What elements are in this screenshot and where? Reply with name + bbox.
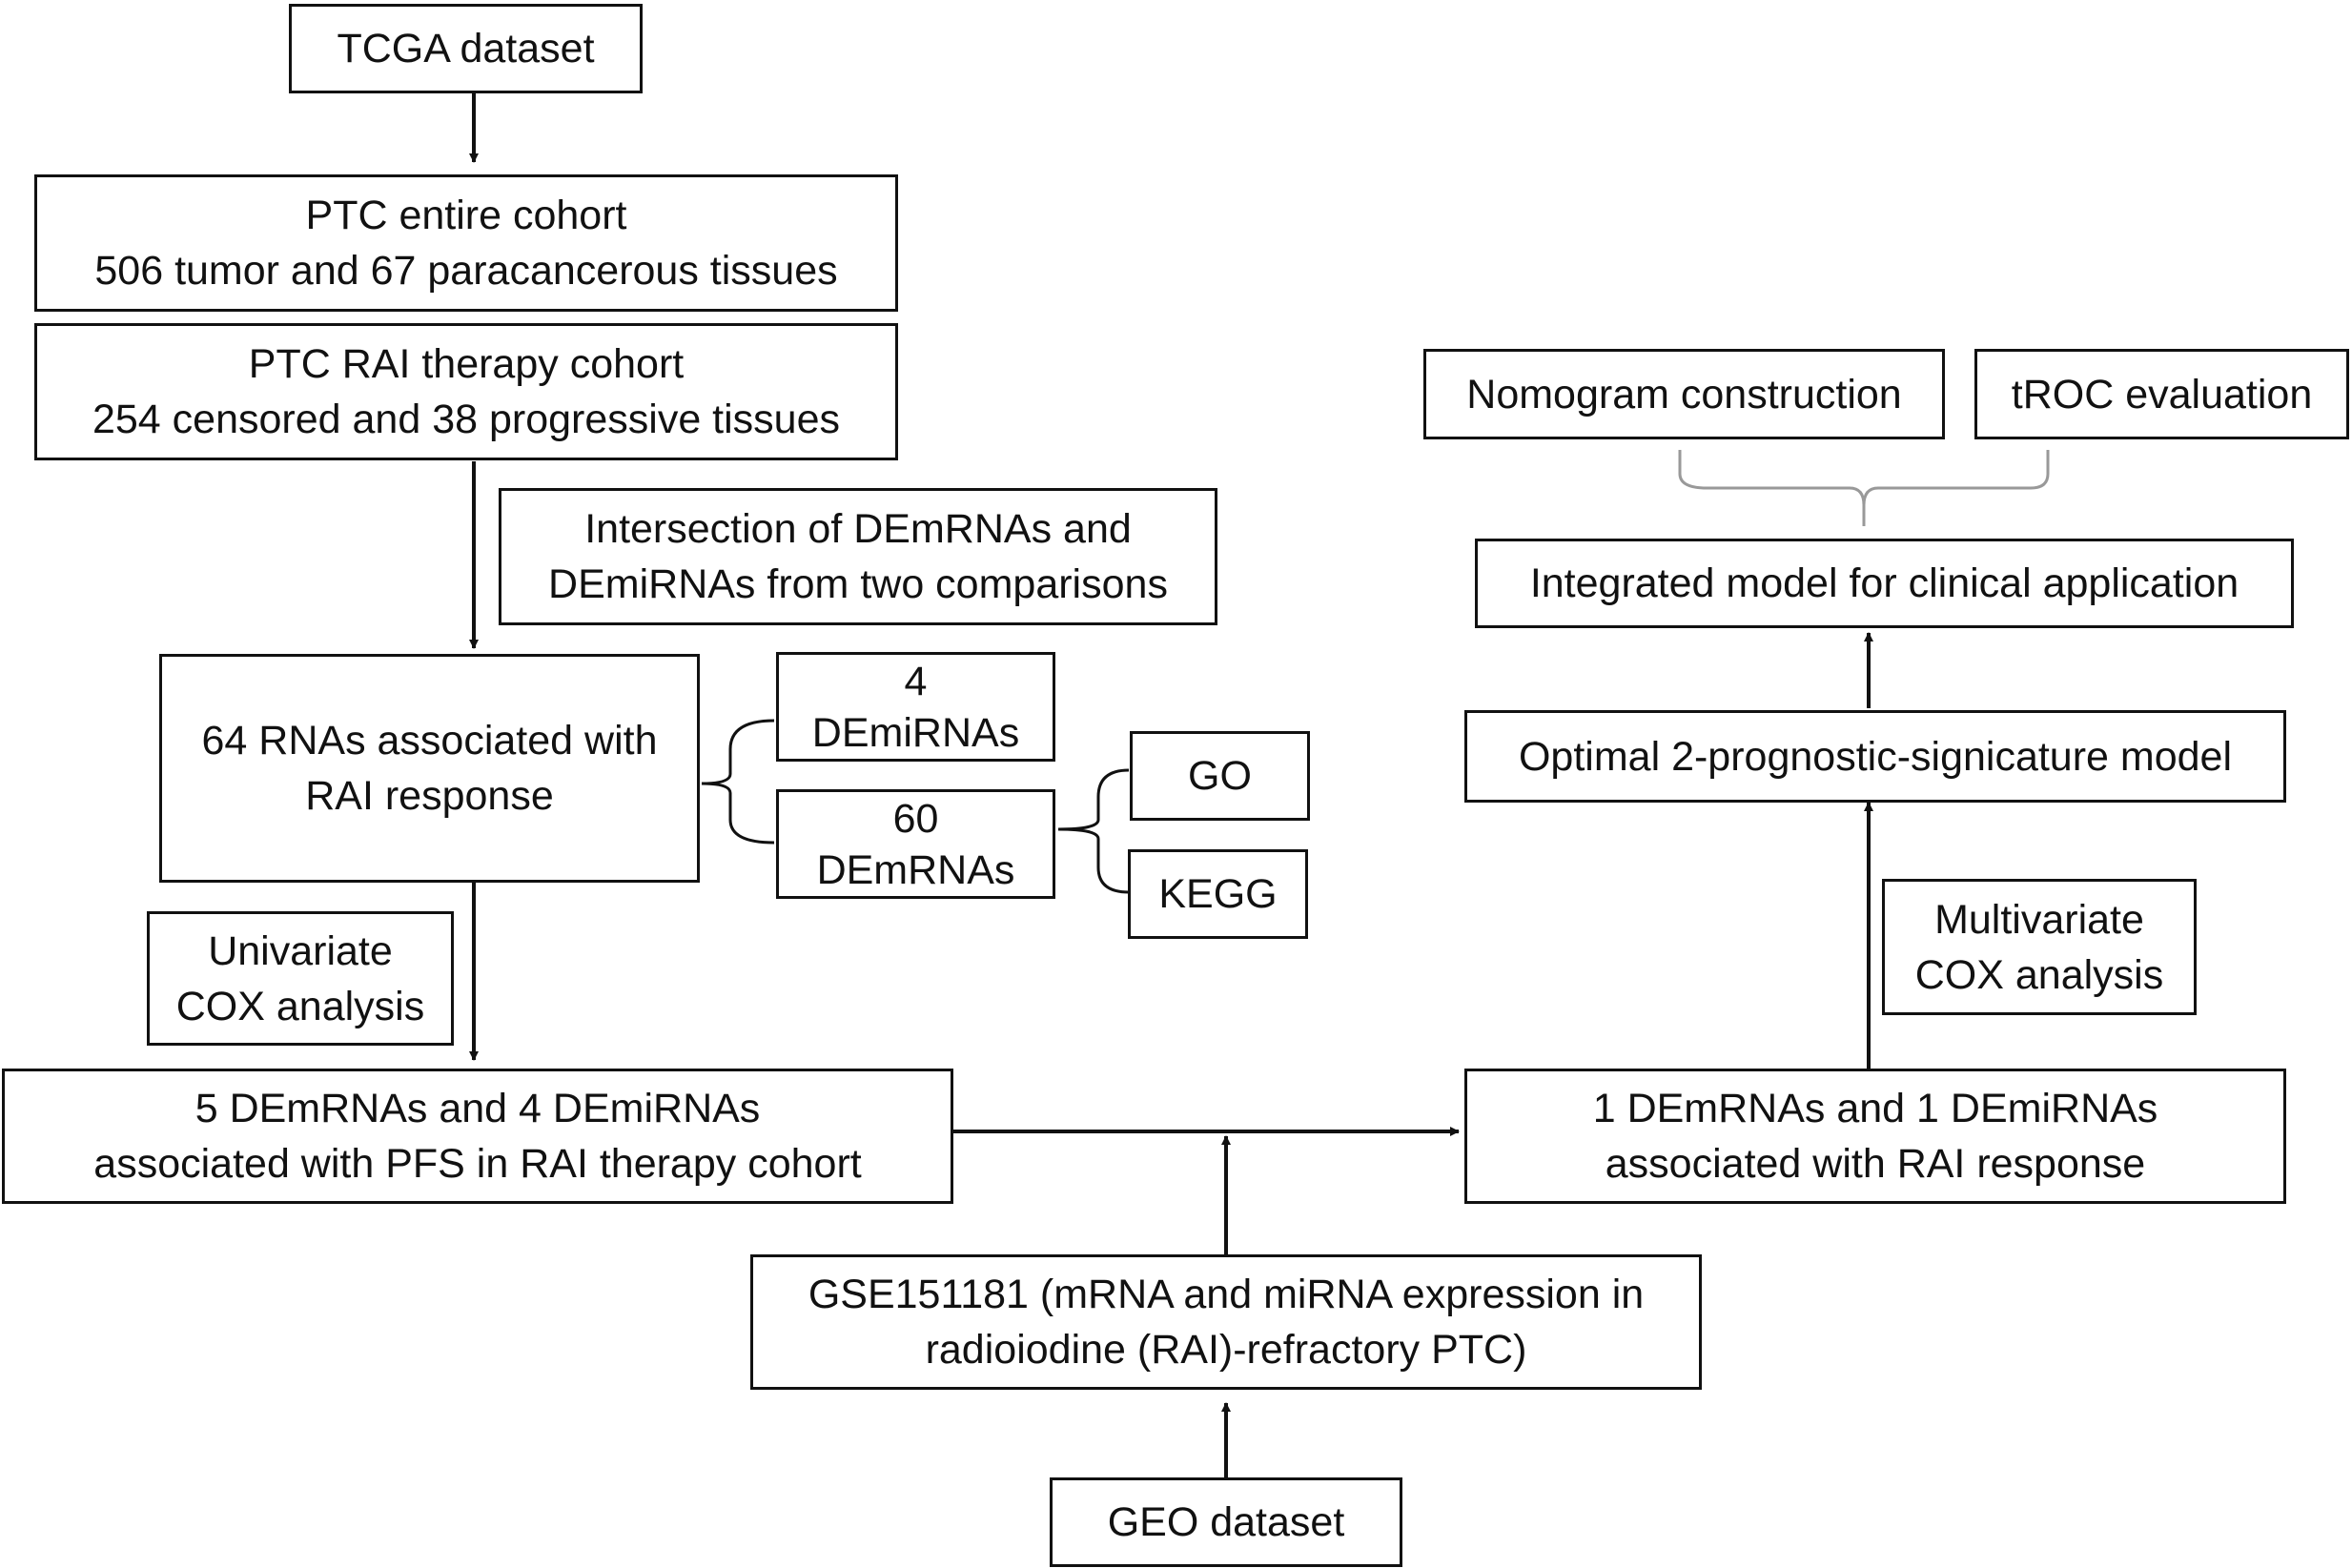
one-each-box: 1 DEmRNAs and 1 DEmiRNAs associated with… [1464, 1069, 2286, 1204]
pfs-line-1: 5 DEmRNAs and 4 DEmiRNAs [194, 1086, 761, 1131]
univariate-cox-box: Univariate COX analysis [147, 911, 454, 1046]
entire-cohort-line-2: 506 tumor and 67 paracancerous tissues [94, 248, 838, 294]
integrated-model-box: Integrated model for clinical applicatio… [1475, 539, 2294, 628]
ptc-entire-cohort-box: PTC entire cohort 506 tumor and 67 parac… [34, 174, 898, 312]
demirnas-4-line-1: 4 [904, 658, 928, 704]
kegg-label: KEGG [1158, 871, 1278, 917]
pfs-associated-box: 5 DEmRNAs and 4 DEmiRNAs associated with… [2, 1069, 953, 1204]
troc-line-1: tROC evaluation [2011, 371, 2313, 417]
univariate-line-2: COX analysis [175, 983, 425, 1029]
ptc-rai-therapy-cohort-box: PTC RAI therapy cohort 254 censored and … [34, 323, 898, 460]
demirnas-4-box: 4 DEmiRNAs [776, 652, 1055, 762]
demirnas-4-line-2: DEmiRNAs [811, 709, 1020, 756]
go-box: GO [1130, 731, 1310, 821]
optimal-line-1: Optimal 2-prognostic-signicature model [1518, 733, 2233, 780]
optimal-model-box: Optimal 2-prognostic-signicature model [1464, 710, 2286, 803]
rai-cohort-line-2: 254 censored and 38 progressive tissues [92, 397, 841, 442]
tcga-dataset-box: TCGA dataset [289, 4, 643, 93]
univariate-line-1: Univariate [208, 927, 393, 974]
brace-64-rnas [701, 719, 775, 845]
rnas-64-line-2: RAI response [305, 773, 554, 819]
geo-line-1: GEO dataset [1107, 1499, 1345, 1545]
brace-60-demrnas [1057, 768, 1130, 894]
rai-cohort-line-1: PTC RAI therapy cohort [248, 341, 685, 387]
demrnas-60-box: 60 DEmRNAs [776, 789, 1055, 899]
demrnas-60-line-2: DEmRNAs [816, 846, 1015, 893]
gse-line-2: radioiodine (RAI)-refractory PTC) [925, 1327, 1527, 1373]
intersection-line-1: Intersection of DEmRNAs and [584, 506, 1132, 552]
troc-evaluation-box: tROC evaluation [1974, 349, 2349, 439]
pfs-line-2: associated with PFS in RAI therapy cohor… [93, 1141, 862, 1187]
kegg-box: KEGG [1128, 849, 1308, 939]
integrated-line-1: Integrated model for clinical applicatio… [1529, 560, 2240, 606]
nomogram-line-1: Nomogram construction [1466, 371, 1902, 417]
multivariate-cox-box: Multivariate COX analysis [1882, 879, 2197, 1015]
geo-dataset-box: GEO dataset [1050, 1477, 1402, 1567]
multivariate-line-2: COX analysis [1914, 951, 2164, 998]
tcga-line-1: TCGA dataset [337, 26, 595, 71]
multivariate-line-1: Multivariate [1934, 896, 2144, 943]
gse151181-box: GSE151181 (mRNA and miRNA expression in … [750, 1254, 1702, 1390]
intersection-box: Intersection of DEmRNAs and DEmiRNAs fro… [499, 488, 1217, 625]
gse-line-1: GSE151181 (mRNA and miRNA expression in [808, 1272, 1645, 1317]
brace-integrated-model [1678, 450, 2050, 526]
go-label: GO [1188, 753, 1252, 799]
nomogram-construction-box: Nomogram construction [1423, 349, 1945, 439]
intersection-line-2: DEmiRNAs from two comparisons [548, 561, 1168, 607]
entire-cohort-line-1: PTC entire cohort [305, 193, 627, 238]
rnas-64-line-1: 64 RNAs associated with [201, 718, 658, 764]
rnas-64-box: 64 RNAs associated with RAI response [159, 654, 700, 883]
one-each-line-2: associated with RAI response [1605, 1141, 2146, 1187]
demrnas-60-line-1: 60 [892, 795, 939, 842]
one-each-line-1: 1 DEmRNAs and 1 DEmiRNAs [1592, 1086, 2158, 1131]
